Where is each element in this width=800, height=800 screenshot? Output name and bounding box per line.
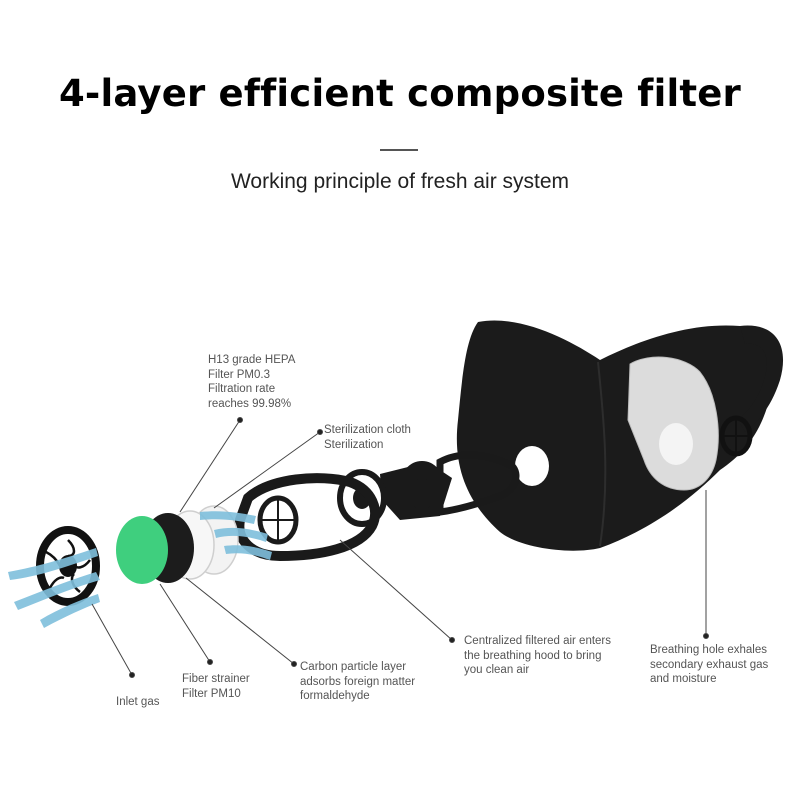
connector-ring: [337, 469, 387, 527]
leader-dot: [207, 659, 213, 665]
breathing-hood-connector: [337, 451, 520, 527]
filter-stack: [116, 505, 239, 584]
label-fiber-strainer: Fiber strainer Filter PM10: [182, 673, 250, 700]
air-flow-arrow: [8, 548, 98, 580]
label-breathing-hole: Breathing hole exhales secondary exhaust…: [650, 644, 769, 685]
valve-opening: [659, 423, 693, 465]
air-flow-arrows: [8, 511, 272, 628]
connector-clip: [436, 451, 520, 516]
exhalation-valve: [627, 356, 753, 491]
mask-fold: [597, 361, 607, 547]
page-subtitle: Working principle of fresh air system: [230, 170, 570, 193]
air-flow-arrow: [200, 511, 256, 524]
fiber-strainer: [116, 516, 168, 584]
air-flow-arrow: [214, 527, 268, 542]
title-divider: [380, 149, 418, 151]
label-sterilization-cloth: Sterilization cloth Sterilization: [324, 424, 411, 451]
label-centralized-air: Centralized filtered air enters the brea…: [464, 635, 612, 676]
label-hepa-filter: H13 grade HEPA Filter PM0.3 Filtration r…: [208, 354, 296, 410]
leader-dot: [449, 637, 455, 643]
label-carbon-layer: Carbon particle layer adsorbs foreign ma…: [300, 661, 416, 702]
leader-lines: [91, 417, 709, 678]
leader-dot: [317, 429, 323, 435]
connector-ring-2: [399, 461, 445, 515]
filter-clip: [234, 473, 381, 562]
leader-dot: [237, 417, 243, 423]
air-flow-arrow: [14, 572, 100, 610]
air-flow-arrow: [40, 594, 100, 628]
mask-ear-loop-right: [738, 325, 784, 432]
leader-dot: [129, 672, 135, 678]
mask-inlet-hole: [515, 446, 549, 486]
label-inlet-gas: Inlet gas: [116, 696, 160, 708]
leader-dot: [703, 633, 709, 639]
leader-dot: [291, 661, 297, 667]
air-flow-arrow: [224, 545, 272, 560]
page-title: 4-layer efficient composite filter: [58, 72, 741, 115]
